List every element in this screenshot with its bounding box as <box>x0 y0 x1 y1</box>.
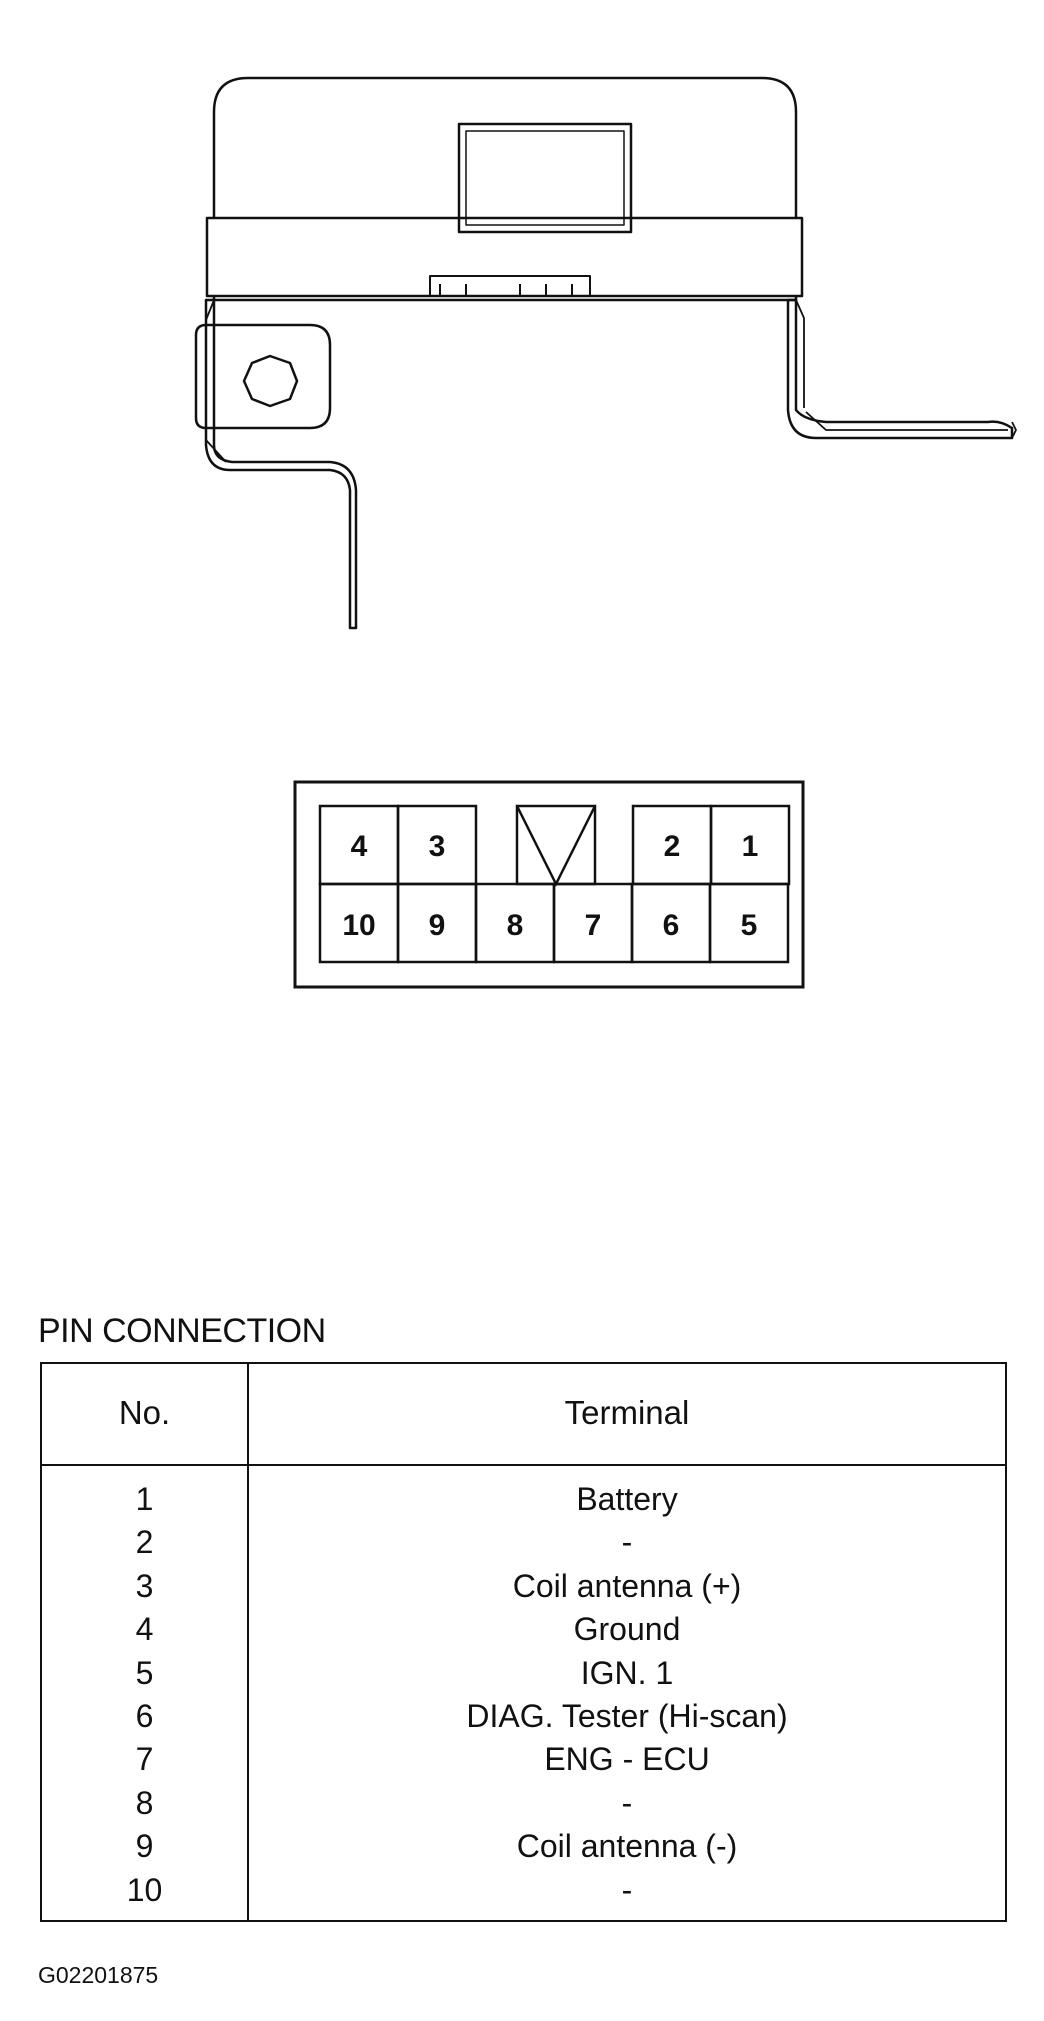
pin-terminal: IGN. 1 <box>580 1654 674 1691</box>
pin-number: 7 <box>585 909 602 942</box>
pin-no: 8 <box>135 1784 154 1821</box>
pin-cell <box>708 882 790 964</box>
pin-terminal: Ground <box>573 1611 681 1648</box>
table-row: 1 Battery <box>42 1478 1005 1521</box>
column-header-no: No. <box>118 1394 171 1431</box>
table-row: 5 IGN. 1 <box>42 1652 1005 1695</box>
connector-face-diagram: 4 3 2 1 10 9 8 7 6 5 <box>293 780 805 989</box>
pin-terminal: - <box>621 1524 633 1561</box>
pin-number: 3 <box>429 830 446 863</box>
table-row: 10 - <box>42 1869 1005 1912</box>
pin-number: 5 <box>741 909 758 942</box>
right-bracket <box>786 298 1014 440</box>
section-title: PIN CONNECTION <box>38 1312 326 1350</box>
table-row: 7 ENG - ECU <box>42 1738 1005 1781</box>
pin-number: 4 <box>351 830 368 863</box>
mounting-hole-icon <box>242 354 299 408</box>
pin-no: 10 <box>126 1871 163 1908</box>
table-row: 2- <box>42 1521 1005 1564</box>
pin-no: 4 <box>135 1611 154 1648</box>
table-row: 6 DIAG. Tester (Hi-scan) <box>42 1695 1005 1738</box>
housing-cover <box>212 76 798 218</box>
pin-no: 9 <box>135 1828 154 1865</box>
pin-number: 10 <box>342 909 375 942</box>
connector-key <box>515 804 597 886</box>
pin-number: 6 <box>663 909 680 942</box>
pin-number: 1 <box>742 830 759 863</box>
table-row: 8- <box>42 1782 1005 1825</box>
column-header-terminal: Terminal <box>564 1394 690 1431</box>
pin-no: 5 <box>135 1654 154 1691</box>
pin-number: 9 <box>429 909 446 942</box>
pin-terminal: - <box>621 1871 633 1908</box>
pin-terminal: - <box>621 1784 633 1821</box>
table-row: 9 Coil antenna (-) <box>42 1825 1005 1868</box>
figure-code: G02201875 <box>38 1962 159 1988</box>
pin-terminal: DIAG. Tester (Hi-scan) <box>466 1697 788 1734</box>
pin-terminal: ENG - ECU <box>544 1741 710 1778</box>
pin-no: 3 <box>135 1567 154 1604</box>
housing-window <box>457 122 633 234</box>
module-housing-drawing <box>194 76 1017 630</box>
left-mounting-ear <box>194 323 332 430</box>
connector-outline <box>293 780 805 989</box>
key-v-icon <box>515 805 597 887</box>
pin-no: 7 <box>135 1741 154 1778</box>
pin-terminal: Battery <box>576 1481 678 1517</box>
housing-latch <box>429 275 591 296</box>
pin-no: 6 <box>135 1697 154 1734</box>
table-row: 4 Ground <box>42 1608 1005 1651</box>
pin-no: 1 <box>135 1481 154 1517</box>
header-divider <box>42 1464 1005 1466</box>
pin-number: 2 <box>664 830 681 863</box>
pin-number: 8 <box>507 909 524 942</box>
housing-band <box>205 216 804 298</box>
column-divider <box>247 1364 249 1920</box>
pin-terminal: Coil antenna (-) <box>516 1828 738 1865</box>
pin-no: 2 <box>135 1524 154 1561</box>
table-row: 3 Coil antenna (+) <box>42 1565 1005 1608</box>
pin-terminal: Coil antenna (+) <box>512 1567 742 1604</box>
